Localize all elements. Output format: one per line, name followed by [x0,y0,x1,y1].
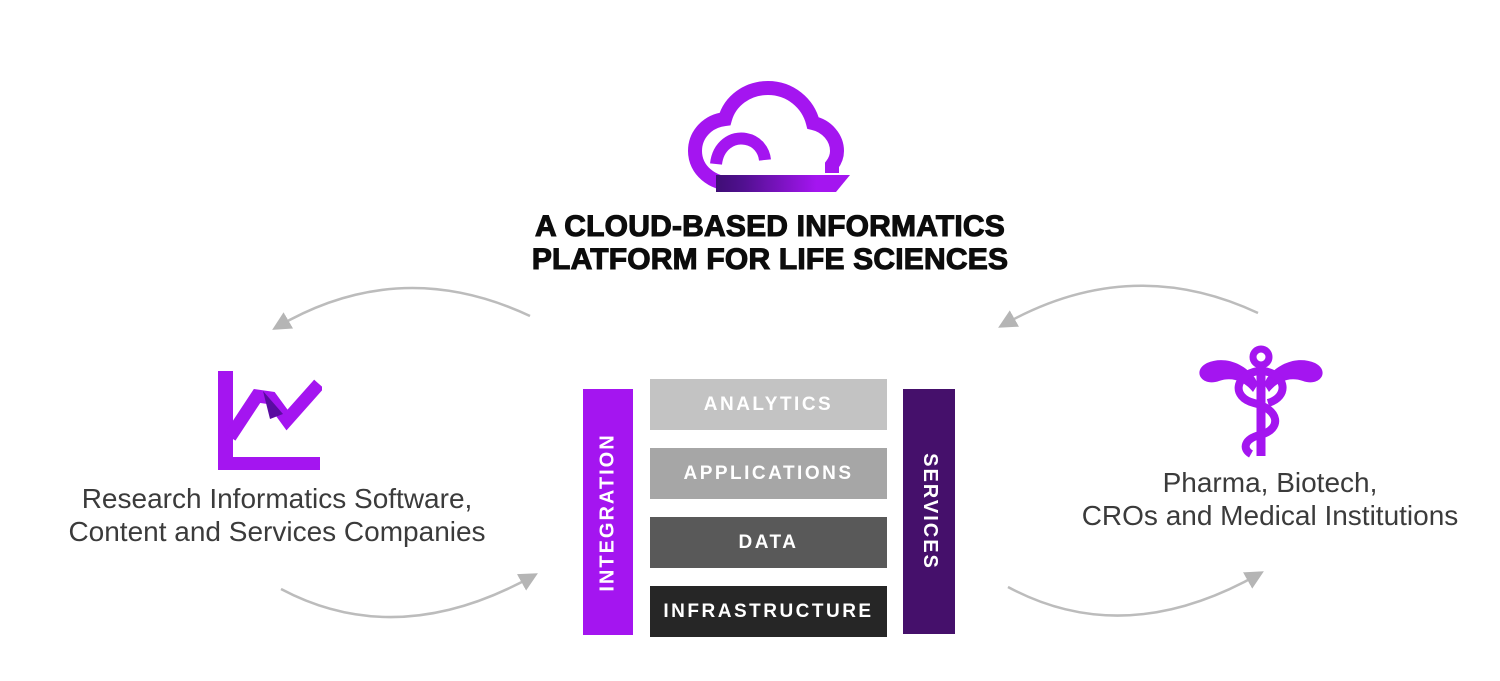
left-entity-label: Research Informatics Software, Content a… [22,482,532,548]
platform-stack: ANALYTICS APPLICATIONS DATA INFRASTRUCTU… [650,379,887,637]
flow-arrow-stack-to-customers [1007,571,1264,617]
stack-layer-analytics: ANALYTICS [650,379,887,430]
right-entity-label: Pharma, Biotech, CROs and Medical Instit… [1055,466,1485,532]
flow-arrow-companies-to-stack [280,573,538,619]
right-entity-label-line1: Pharma, Biotech, [1162,467,1378,498]
services-bar-label: SERVICES [918,453,941,570]
cloud-logo [680,80,858,198]
stack-layer-data: DATA [650,517,887,568]
flow-arrow-customers-to-platform [998,284,1259,328]
page-title-line1: A CLOUD-BASED INFORMATICS [534,209,1005,243]
page-title-line2: PLATFORM FOR LIFE SCIENCES [531,242,1009,276]
cloud-icon [687,80,850,192]
left-entity-label-line2: Content and Services Companies [68,516,486,547]
stack-layer-infrastructure: INFRASTRUCTURE [650,586,887,637]
stack-layer-analytics-label: ANALYTICS [703,393,834,415]
integration-bar-label: INTEGRATION [596,432,619,592]
right-entity-label-line2: CROs and Medical Institutions [1081,500,1459,531]
integration-bar: INTEGRATION [583,389,633,635]
stack-layer-infrastructure-label: INFRASTRUCTURE [663,600,874,622]
line-chart-icon [218,371,324,470]
stack-layer-data-label: DATA [738,531,799,553]
stack-layer-applications-label: APPLICATIONS [683,462,854,484]
flow-arrow-platform-to-companies [272,286,531,330]
caduceus-icon [1199,345,1323,458]
right-entity-icon [1191,344,1331,460]
left-entity-icon [207,360,324,472]
stack-layer-applications: APPLICATIONS [650,448,887,499]
services-bar: SERVICES [903,389,955,634]
left-entity-label-line1: Research Informatics Software, [81,483,473,514]
page-title: A CLOUD-BASED INFORMATICS PLATFORM FOR L… [470,209,1070,276]
